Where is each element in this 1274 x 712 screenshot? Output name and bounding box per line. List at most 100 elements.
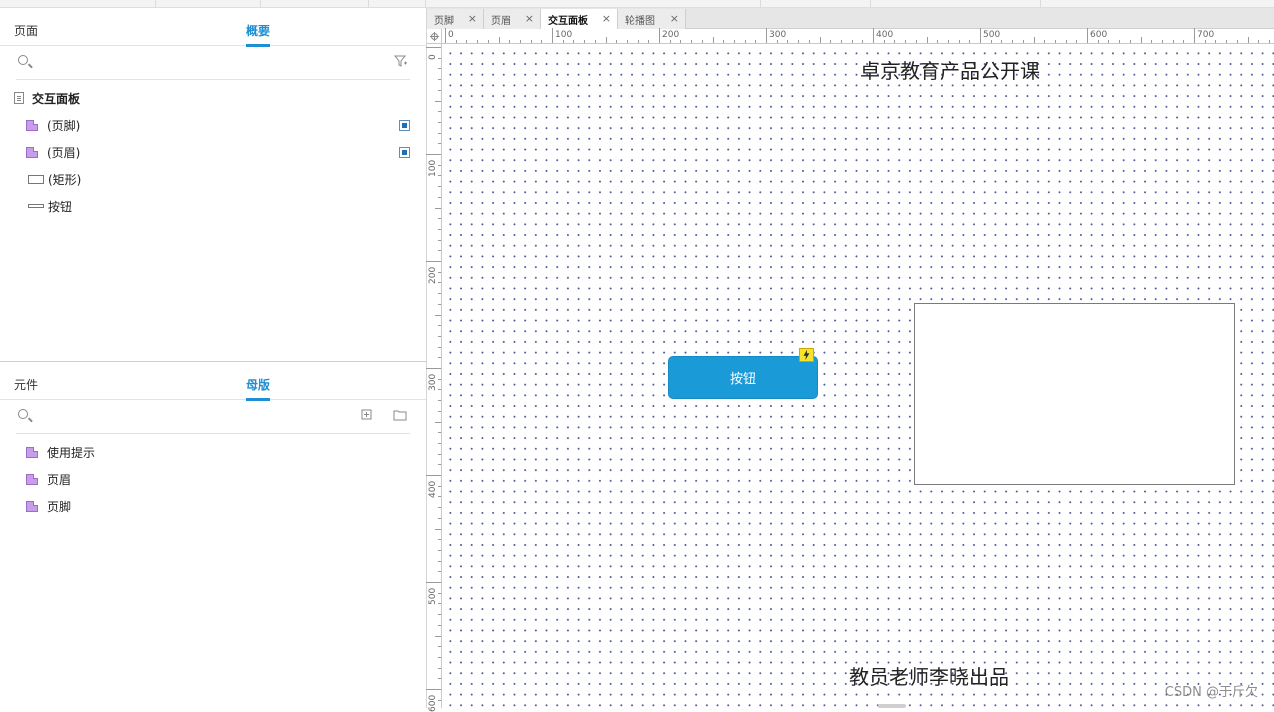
- ruler-minor-tick: [466, 40, 467, 43]
- ruler-minor-tick: [841, 40, 842, 43]
- ruler-minor-tick: [820, 37, 821, 43]
- ruler-minor-tick: [563, 40, 564, 43]
- tree-root[interactable]: 交互面板: [14, 88, 80, 108]
- canvas-title-text[interactable]: 卓京教育产品公开课: [860, 55, 1040, 84]
- close-icon[interactable]: ×: [525, 12, 534, 25]
- ruler-minor-tick: [435, 315, 441, 316]
- ruler-minor-tick: [852, 40, 853, 43]
- filter-icon[interactable]: [394, 54, 408, 68]
- ruler-minor-tick: [787, 40, 788, 43]
- ruler-label: 600: [428, 695, 438, 712]
- design-canvas[interactable]: 卓京教育产品公开课 按钮 教员老师李晓出品: [442, 45, 1274, 708]
- ruler-corner[interactable]: [427, 29, 442, 44]
- ruler-minor-tick: [438, 79, 441, 80]
- ruler-minor-tick: [438, 165, 441, 166]
- visibility-checkbox-header[interactable]: [399, 147, 410, 158]
- ruler-minor-tick: [435, 101, 441, 102]
- ruler-minor-tick: [438, 668, 441, 669]
- ruler-label: 200: [662, 30, 679, 40]
- visibility-checkbox-footer[interactable]: [399, 120, 410, 131]
- tree-item-rectangle[interactable]: (矩形): [28, 169, 81, 189]
- ruler-minor-tick: [1066, 40, 1067, 43]
- ruler-minor-tick: [438, 625, 441, 626]
- tree-item-label: (页眉): [47, 144, 80, 161]
- tab-masters[interactable]: 母版: [246, 376, 270, 393]
- ruler-minor-tick: [438, 379, 441, 380]
- button-icon: [28, 204, 44, 208]
- master-page-icon: [26, 501, 38, 512]
- horizontal-scrollbar[interactable]: [878, 704, 906, 708]
- ruler-minor-tick: [595, 40, 596, 43]
- ruler-minor-tick: [438, 229, 441, 230]
- ruler-minor-tick: [809, 40, 810, 43]
- ruler-minor-tick: [755, 40, 756, 43]
- search-icon[interactable]: [18, 409, 28, 419]
- close-icon[interactable]: ×: [670, 12, 679, 25]
- ruler-tick: [659, 28, 660, 43]
- ruler-minor-tick: [438, 593, 441, 594]
- ruler-minor-tick: [1162, 40, 1163, 43]
- ruler-tick: [445, 28, 446, 43]
- ruler-minor-tick: [1055, 40, 1056, 43]
- ruler-minor-tick: [606, 37, 607, 43]
- ruler-minor-tick: [777, 40, 778, 43]
- ruler-minor-tick: [438, 411, 441, 412]
- canvas-rectangle-widget[interactable]: [914, 303, 1235, 485]
- ruler-minor-tick: [1237, 40, 1238, 43]
- ruler-minor-tick: [638, 40, 639, 43]
- ruler-minor-tick: [948, 40, 949, 43]
- ruler-label: 300: [769, 30, 786, 40]
- ruler-minor-tick: [584, 40, 585, 43]
- ruler-label: 600: [1090, 30, 1107, 40]
- ruler-minor-tick: [435, 529, 441, 530]
- close-icon[interactable]: ×: [468, 12, 477, 25]
- ruler-label: 700: [1197, 30, 1214, 40]
- add-master-icon[interactable]: [360, 408, 374, 422]
- ruler-label: 100: [555, 30, 572, 40]
- rectangle-icon: [28, 175, 44, 184]
- ruler-minor-tick: [1130, 40, 1131, 43]
- tab-outline[interactable]: 概要: [246, 22, 270, 39]
- outline-panel-tabs: 页面 概要: [0, 8, 426, 46]
- close-icon[interactable]: ×: [602, 12, 611, 25]
- search-icon[interactable]: [18, 55, 28, 65]
- ruler-minor-tick: [1001, 40, 1002, 43]
- doc-tab-header[interactable]: 页眉×: [484, 9, 541, 29]
- canvas-button-widget[interactable]: 按钮: [668, 356, 818, 399]
- tab-widgets[interactable]: 元件: [14, 376, 38, 393]
- ruler-tick: [552, 28, 553, 43]
- master-page-icon: [26, 147, 38, 158]
- folder-icon[interactable]: [393, 408, 407, 422]
- canvas-footer-text[interactable]: 教员老师李晓出品: [849, 661, 1009, 690]
- ruler-minor-tick: [691, 40, 692, 43]
- ruler-label: 0: [428, 54, 438, 60]
- tree-item-footer[interactable]: (页脚): [26, 115, 80, 135]
- ruler-minor-tick: [438, 122, 441, 123]
- master-item-header[interactable]: 页眉: [26, 469, 71, 489]
- ruler-minor-tick: [1248, 37, 1249, 43]
- ruler-minor-tick: [1269, 40, 1270, 43]
- ruler-minor-tick: [894, 40, 895, 43]
- tree-item-header[interactable]: (页眉): [26, 142, 80, 162]
- doc-tab-carousel[interactable]: 轮播图×: [618, 9, 686, 29]
- ruler-minor-tick: [884, 40, 885, 43]
- master-item-footer[interactable]: 页脚: [26, 496, 71, 516]
- ruler-minor-tick: [438, 496, 441, 497]
- ruler-tick: [426, 47, 441, 48]
- doc-tab-footer[interactable]: 页脚×: [427, 9, 484, 29]
- master-item-tips[interactable]: 使用提示: [26, 442, 95, 462]
- tab-pages[interactable]: 页面: [14, 22, 38, 39]
- ruler-minor-tick: [734, 40, 735, 43]
- ruler-minor-tick: [509, 40, 510, 43]
- ruler-minor-tick: [1076, 40, 1077, 43]
- ruler-minor-tick: [438, 464, 441, 465]
- ruler-minor-tick: [435, 422, 441, 423]
- page-icon: [14, 92, 24, 104]
- ruler-minor-tick: [438, 443, 441, 444]
- doc-tab-interaction-panel[interactable]: 交互面板×: [541, 9, 618, 29]
- ruler-minor-tick: [438, 272, 441, 273]
- ruler-minor-tick: [745, 40, 746, 43]
- tree-item-button[interactable]: 按钮: [28, 196, 72, 216]
